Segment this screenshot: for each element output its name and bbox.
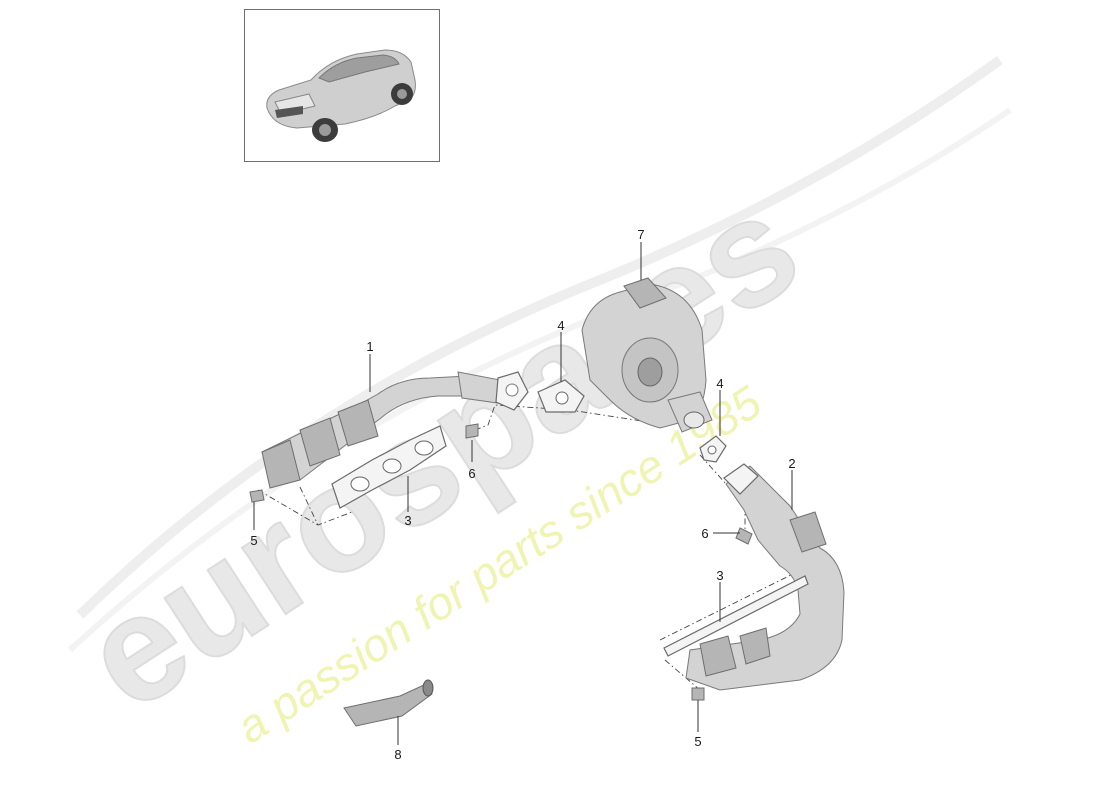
part-5-nut-lower [691,687,705,701]
callout-2: 2 [788,456,795,471]
vehicle-thumbnail-frame [244,9,440,162]
car-icon [266,49,416,142]
part-3-manifold-gasket-right [663,575,809,657]
callout-1: 1 [366,339,373,354]
callout-7: 7 [637,227,644,242]
callout-3-left: 3 [404,513,411,528]
callout-4-lower: 4 [716,376,723,391]
part-8-tube [343,679,434,727]
part-2-exhaust-pipe [685,463,845,691]
part-5-nut-left [249,489,265,503]
part-1-exhaust-manifold [261,371,529,489]
callout-4-upper: 4 [557,318,564,333]
part-6-bolt-upper [465,423,479,439]
watermark-swoosh [76,55,1003,619]
part-4-gasket-upper [537,379,585,413]
part-4-gasket-lower [699,435,727,463]
leader-lines [253,242,793,745]
callout-5-lower: 5 [694,734,701,749]
callouts: 1 4 7 4 2 6 5 3 6 3 5 8 [250,227,795,762]
callout-8: 8 [394,747,401,762]
watermark: eurospares a passion for parts since 198… [55,55,1012,753]
callout-6-upper: 6 [468,466,475,481]
callout-3-right: 3 [716,568,723,583]
part-6-bolt-lower [735,527,753,545]
callout-6-lower: 6 [701,526,708,541]
part-3-manifold-gasket-left [331,425,447,509]
callout-5-left: 5 [250,533,257,548]
part-7-turbocharger [581,277,713,433]
